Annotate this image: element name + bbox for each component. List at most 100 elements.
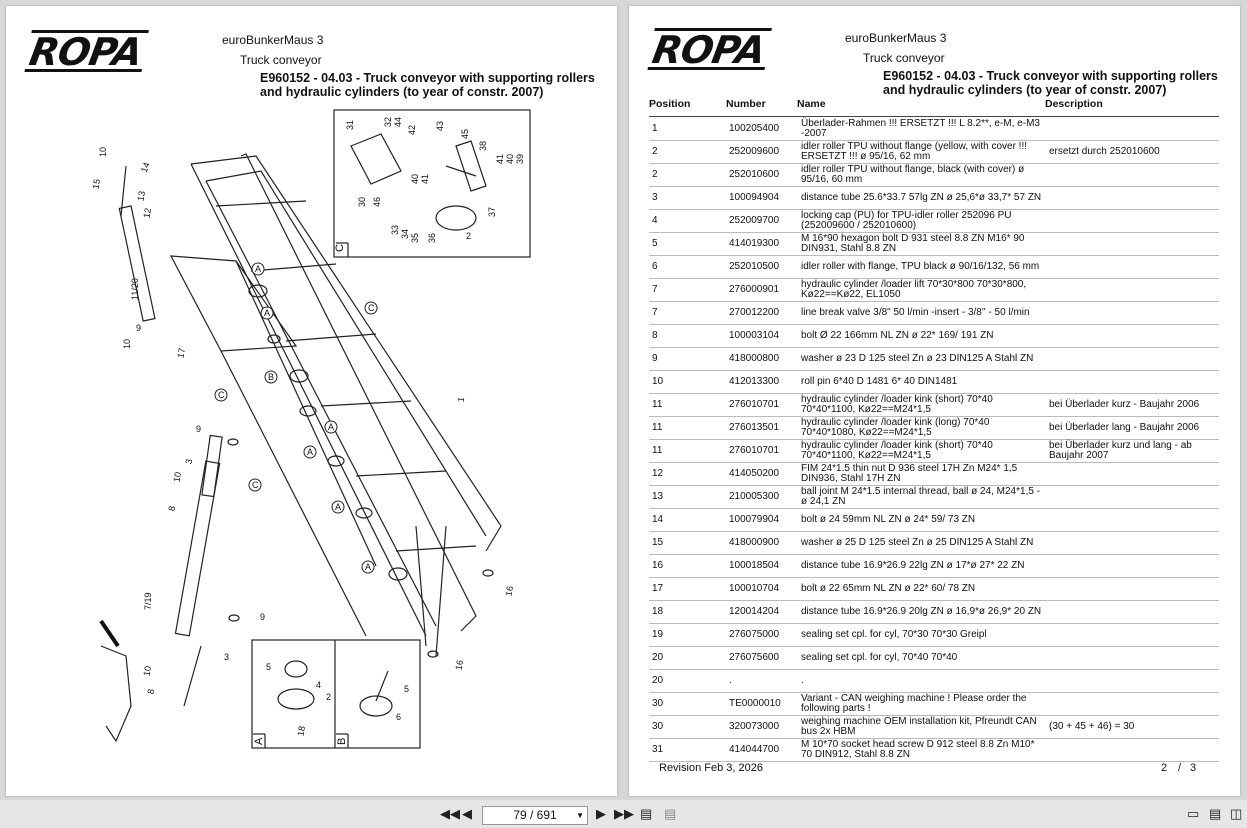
parts-cell-name: ball joint M 24*1.5 internal thread, bal… [798,485,1046,509]
first-page-icon[interactable]: ◀◀ [440,806,460,821]
parts-cell-pos: 19 [649,623,726,647]
page-number-input[interactable]: 79 / 691 ▼ [482,806,588,825]
parts-cell-pos: 11 [649,393,726,417]
svg-text:C: C [218,390,225,400]
fit-page-icon[interactable]: ▤ [640,806,653,821]
svg-text:17: 17 [176,347,188,359]
parts-cell-name: idler roller TPU without flange, black (… [798,163,1046,187]
parts-cell-desc [1046,462,1219,486]
parts-cell-pos: 14 [649,508,726,532]
svg-text:A: A [365,562,371,572]
svg-text:43: 43 [435,121,445,131]
svg-text:6: 6 [396,712,401,722]
svg-text:5: 5 [266,662,271,672]
parts-cell-pos: 30 [649,692,726,716]
svg-text:9: 9 [260,612,265,622]
parts-cell-pos: 4 [649,209,726,233]
fit-width-icon[interactable]: ▤ [664,806,677,821]
parts-cell-num: 252010600 [726,163,798,187]
parts-cell-num: 100079904 [726,508,798,532]
parts-cell-pos: 8 [649,324,726,348]
parts-cell-desc: ersetzt durch 252010600 [1046,140,1219,164]
parts-cell-pos: 20 [649,669,726,693]
parts-cell-num: 100003104 [726,324,798,348]
parts-cell-pos: 1 [649,118,726,141]
svg-text:A: A [335,502,341,512]
parts-cell-desc: bei Überlader kurz - Baujahr 2006 [1046,393,1219,417]
previous-page-icon[interactable]: ◀ [462,806,472,821]
svg-text:16: 16 [504,585,516,597]
svg-text:10: 10 [122,339,132,349]
svg-text:B: B [336,738,348,745]
svg-text:5: 5 [404,684,409,694]
parts-cell-desc [1046,531,1219,555]
header-divider [649,116,1219,117]
parts-cell-num: 412013300 [726,370,798,394]
page-title: E960152 - 04.03 - Truck conveyor with su… [883,69,1218,97]
continuous-page-icon[interactable]: ▤ [1209,806,1222,821]
parts-cell-name: line break valve 3/8" 50 l/min -insert -… [798,301,1046,325]
next-page-icon[interactable]: ▶ [596,806,606,821]
parts-cell-num: 270012200 [726,301,798,325]
section-name: Truck conveyor [863,51,945,65]
svg-text:35: 35 [410,233,420,243]
last-page-icon[interactable]: ▶▶ [614,806,634,821]
parts-cell-num: TE0000010 [726,692,798,716]
chevron-down-icon[interactable]: ▼ [576,811,584,820]
svg-text:15: 15 [91,178,103,190]
parts-cell-desc: bei Überlader kurz und lang - ab Baujahr… [1046,439,1219,463]
parts-cell-pos: 18 [649,600,726,624]
parts-cell-num: . [726,669,798,693]
parts-cell-name: sealing set cpl. for cyl, 70*40 70*40 [798,646,1046,670]
parts-cell-desc [1046,485,1219,509]
table-row: 20.. [649,669,1219,693]
parts-cell-desc [1046,163,1219,187]
parts-cell-num: 252009600 [726,140,798,164]
single-page-icon[interactable]: ▭ [1187,806,1200,821]
parts-cell-name: M 10*70 socket head screw D 912 steel 8.… [798,738,1046,762]
machine-name: euroBunkerMaus 3 [222,33,324,47]
parts-cell-num: 276000901 [726,278,798,302]
parts-cell-name: idler roller with flange, TPU black ø 90… [798,255,1046,279]
parts-cell-desc [1046,600,1219,624]
parts-cell-desc [1046,577,1219,601]
parts-cell-name: distance tube 16.9*26.9 20lg ZN ø 16,9*ø… [798,600,1046,624]
parts-cell-num: 100010704 [726,577,798,601]
parts-cell-pos: 3 [649,186,726,210]
parts-cell-pos: 10 [649,370,726,394]
parts-cell-pos: 17 [649,577,726,601]
column-header-name: Name [797,98,826,110]
parts-cell-desc [1046,646,1219,670]
svg-text:7/19: 7/19 [143,592,153,610]
parts-cell-pos: 12 [649,462,726,486]
parts-cell-num: 210005300 [726,485,798,509]
svg-text:30: 30 [357,197,367,207]
machine-name: euroBunkerMaus 3 [845,31,947,45]
section-name: Truck conveyor [240,53,322,67]
parts-cell-desc [1046,554,1219,578]
facing-pages-icon[interactable]: ◫ [1230,806,1243,821]
parts-cell-pos: 11 [649,439,726,463]
parts-cell-pos: 7 [649,301,726,325]
parts-cell-name: distance tube 25.6*33.7 57lg ZN ø 25,6*ø… [798,186,1046,210]
parts-cell-pos: 13 [649,485,726,509]
svg-text:33: 33 [390,225,400,235]
